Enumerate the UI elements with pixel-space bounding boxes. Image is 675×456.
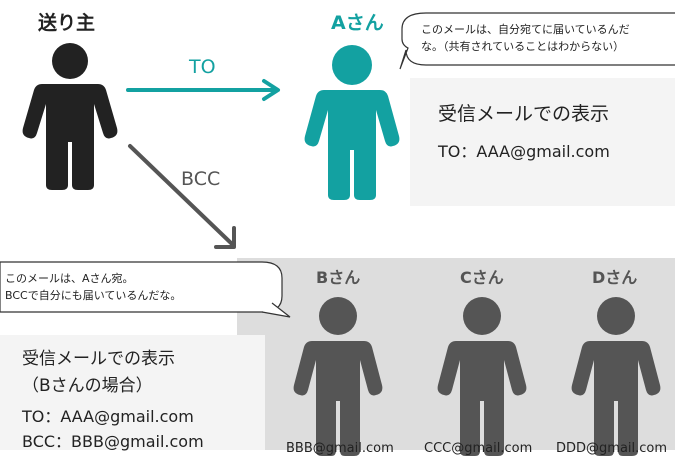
info-panel-b-to: TO：AAA@gmail.com [22, 407, 194, 426]
speech-bubble-b-line2: BCCで自分にも届いているんだな。 [5, 289, 182, 302]
info-panel-b-title: 受信メールでの表示 [22, 349, 175, 369]
speech-bubble-a-text: このメールは、自分宛てに届いているんだ な。（共有されていることはわからない） [421, 21, 630, 55]
recipient-c-email: CCC@gmail.com [424, 441, 533, 456]
bcc-arrow [124, 140, 244, 256]
recipient-d-label: Dさん [592, 268, 638, 287]
info-panel-b: 受信メールでの表示 （Bさんの場合） TO：AAA@gmail.com BCC：… [0, 335, 265, 451]
to-arrow [124, 78, 284, 102]
recipient-c-label: Cさん [460, 268, 504, 287]
speech-bubble-a [398, 12, 675, 70]
info-panel-a-title: 受信メールでの表示 [438, 103, 610, 125]
recipient-c-person-icon [437, 296, 527, 456]
info-panel-b-subtitle: （Bさんの場合） [22, 376, 153, 396]
recipient-b-label: Bさん [316, 268, 361, 287]
speech-bubble-b-line1: このメールは、Aさん宛。 [5, 272, 134, 285]
speech-bubble-b [0, 260, 292, 318]
speech-bubble-b-text: このメールは、Aさん宛。 BCCで自分にも届いているんだな。 [5, 270, 181, 304]
info-panel-a: 受信メールでの表示 TO：AAA@gmail.com [410, 78, 675, 206]
recipient-d-email: DDD@gmail.com [556, 441, 668, 456]
recipient-a-label: Aさん [331, 12, 384, 34]
recipient-b-email: BBB@gmail.com [286, 441, 394, 456]
sender-label: 送り主 [38, 12, 96, 34]
bcc-arrow-label: BCC [181, 168, 221, 190]
speech-bubble-a-line1: このメールは、自分宛てに届いているんだ [421, 23, 630, 36]
info-panel-b-bcc: BCC：BBB@gmail.com [22, 432, 204, 451]
recipient-b-person-icon [293, 296, 383, 456]
sender-person-icon [22, 42, 118, 190]
recipient-d-person-icon [571, 296, 661, 456]
recipient-a-person-icon [304, 44, 400, 200]
speech-bubble-a-line2: な。（共有されていることはわからない） [421, 40, 625, 53]
info-panel-a-to: TO：AAA@gmail.com [438, 142, 610, 161]
to-arrow-label: TO [189, 56, 216, 78]
